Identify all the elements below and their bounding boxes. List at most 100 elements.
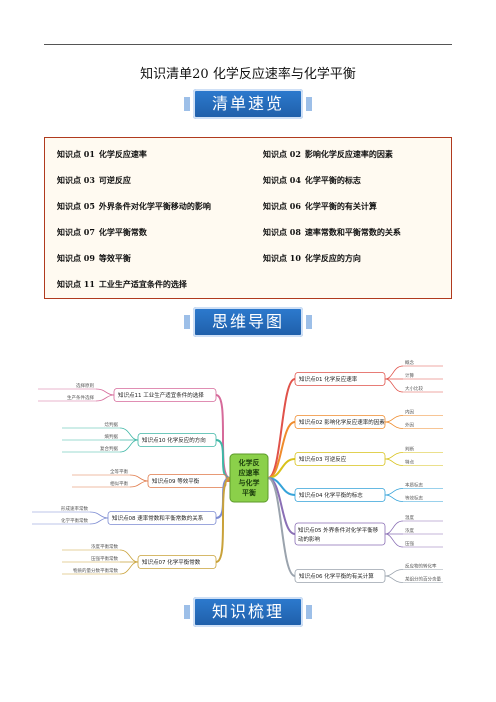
mindmap-leaf-label: 熵判据 xyxy=(105,433,119,440)
knowledge-point-label: 化学平衡常数 xyxy=(98,228,147,237)
mindmap-leaf-line xyxy=(95,388,115,396)
header-rule xyxy=(44,44,452,45)
knowledge-point-label: 化学平衡的标志 xyxy=(304,176,361,185)
mindmap-branch-line xyxy=(267,378,296,479)
mindmap-leaf-line xyxy=(384,494,404,502)
mindmap-node-label: 知识点05 外界条件对化学平衡移 xyxy=(298,526,379,534)
mindmap-leaf-line xyxy=(119,427,139,441)
mindmap-leaf-label: 复合判据 xyxy=(100,445,118,452)
mindmap-leaf-label: 大小比较 xyxy=(405,385,423,392)
mindmap-leaf-label: 选择原则 xyxy=(76,382,94,389)
mindmap-leaf-label: 全等平衡 xyxy=(110,468,128,475)
mindmap-leaf-line xyxy=(384,575,404,583)
mindmap-node-label: 知识点04 化学平衡的标志 xyxy=(299,491,363,499)
banner-knowledge-review: 知识梳理 xyxy=(184,597,312,627)
page-title: 知识清单20 化学反应速率与化学平衡 xyxy=(140,67,356,82)
mindmap-leaf-label: 某组分的百分含量 xyxy=(405,576,441,583)
mindmap-leaf-label: 相似平衡 xyxy=(110,480,128,487)
mindmap-leaf-label: 形成速率常数 xyxy=(61,505,88,512)
mindmap-leaf-label: 判断 xyxy=(405,446,414,453)
mindmap-leaf-label: 压强 xyxy=(405,541,414,547)
mindmap-leaf-label: 浓度 xyxy=(405,527,414,534)
mindmap-leaf-label: 概念 xyxy=(405,359,414,366)
knowledge-point-label: 工业生产适宜条件的选择 xyxy=(98,280,187,289)
mindmap-leaf-line xyxy=(384,533,404,548)
mindmap-leaf-line xyxy=(384,421,404,429)
mindmap-branch-line xyxy=(215,394,231,479)
mindmap-leaf-line xyxy=(384,415,404,423)
knowledge-point-code: 知识点 06 xyxy=(263,201,301,211)
mindmap-leaf-line xyxy=(95,394,115,402)
mindmap-leaf-label: 物质的量分数平衡常数 xyxy=(73,567,118,574)
mindmap-branch-line xyxy=(215,477,231,563)
mindmap-leaf-label: 内因 xyxy=(405,409,414,416)
knowledge-point-code: 知识点 11 xyxy=(57,279,95,289)
banner-list-overview: 清单速览 xyxy=(184,89,312,119)
mindmap-node-label: 知识点07 化学平衡常数 xyxy=(142,558,201,566)
mindmap-center-label: 与化学 xyxy=(239,478,260,487)
banner-mindmap: 思维导图 xyxy=(184,307,312,337)
mindmap-node-label: 知识点06 化学平衡的有关计算 xyxy=(299,572,374,580)
mindmap-leaf-line xyxy=(119,549,139,563)
knowledge-point-code: 知识点 09 xyxy=(57,253,95,263)
mindmap-center-node xyxy=(229,453,269,503)
mindmap-leaf-line xyxy=(384,452,404,460)
mindmap-center-label: 应速率 xyxy=(239,468,260,477)
mindmap-leaf-label: 特点 xyxy=(405,459,414,466)
mindmap-leaf-label: 浓度平衡常数 xyxy=(91,543,118,550)
mindmap-leaf-line xyxy=(384,569,404,577)
mindmap-node-label: 知识点08 速率常数和平衡常数的关系 xyxy=(112,514,204,522)
mindmap-leaf-line xyxy=(89,517,109,525)
mindmap-center-label: 平衡 xyxy=(242,488,256,497)
mindmap-leaf-label: 温度 xyxy=(405,514,414,521)
mindmap-node-label: 知识点09 等效平衡 xyxy=(152,477,200,485)
knowledge-point-code: 知识点 07 xyxy=(57,227,95,237)
mindmap-leaf-label: 生产条件选择 xyxy=(67,394,94,401)
mindmap-leaf-line xyxy=(384,488,404,496)
knowledge-point-label: 速率常数和平衡常数的关系 xyxy=(304,228,401,237)
mindmap-leaf-label: 等效标志 xyxy=(405,495,423,502)
mindmap-center-label: 化学反 xyxy=(239,458,260,467)
mindmap-leaf-line xyxy=(384,520,404,535)
mindmap-node-label: 动的影响 xyxy=(298,535,321,543)
knowledge-point-label: 化学平衡的有关计算 xyxy=(304,202,377,211)
mindmap-leaf-label: 焓判据 xyxy=(105,421,119,428)
mindmap-leaf-label: 压强平衡常数 xyxy=(91,555,118,562)
mindmap-leaf-line xyxy=(89,511,109,519)
mindmap-node-label: 知识点01 化学反应速率 xyxy=(299,375,358,383)
knowledge-point-label: 化学反应的方向 xyxy=(304,254,361,263)
knowledge-point-code: 知识点 10 xyxy=(263,253,301,263)
knowledge-point-code: 知识点 01 xyxy=(57,149,95,159)
mindmap-leaf-line xyxy=(384,378,404,393)
knowledge-point-code: 知识点 05 xyxy=(57,201,95,211)
mindmap-node-label: 知识点03 可逆反应 xyxy=(299,455,347,463)
mindmap-leaf-label: 化学平衡常数 xyxy=(61,517,88,524)
mindmap-leaf-line xyxy=(129,480,149,488)
mindmap-node-label: 知识点11 工业生产适宜条件的选择 xyxy=(118,391,204,399)
knowledge-point-label: 影响化学反应速率的因素 xyxy=(304,150,393,159)
mindmap-node-label: 知识点10 化学反应的方向 xyxy=(142,436,206,444)
mindmap-leaf-label: 反应物的转化率 xyxy=(405,563,437,570)
mindmap-leaf-line xyxy=(129,474,149,482)
mindmap-leaf-label: 外因 xyxy=(405,422,414,429)
knowledge-point-label: 等效平衡 xyxy=(98,254,131,263)
mindmap-leaf-line xyxy=(384,458,404,466)
knowledge-point-label: 化学反应速率 xyxy=(98,150,147,159)
mindmap-leaf-label: 计算 xyxy=(405,372,414,379)
mindmap-node-label: 知识点02 影响化学反应速率的因素 xyxy=(299,418,385,426)
mindmap-leaf-label: 本质标志 xyxy=(405,482,423,489)
knowledge-point-code: 知识点 02 xyxy=(263,149,301,159)
knowledge-point-label: 可逆反应 xyxy=(98,176,131,185)
mindmap-leaf-line xyxy=(119,439,139,453)
knowledge-point-code: 知识点 03 xyxy=(57,175,95,185)
knowledge-point-code: 知识点 08 xyxy=(263,227,301,237)
